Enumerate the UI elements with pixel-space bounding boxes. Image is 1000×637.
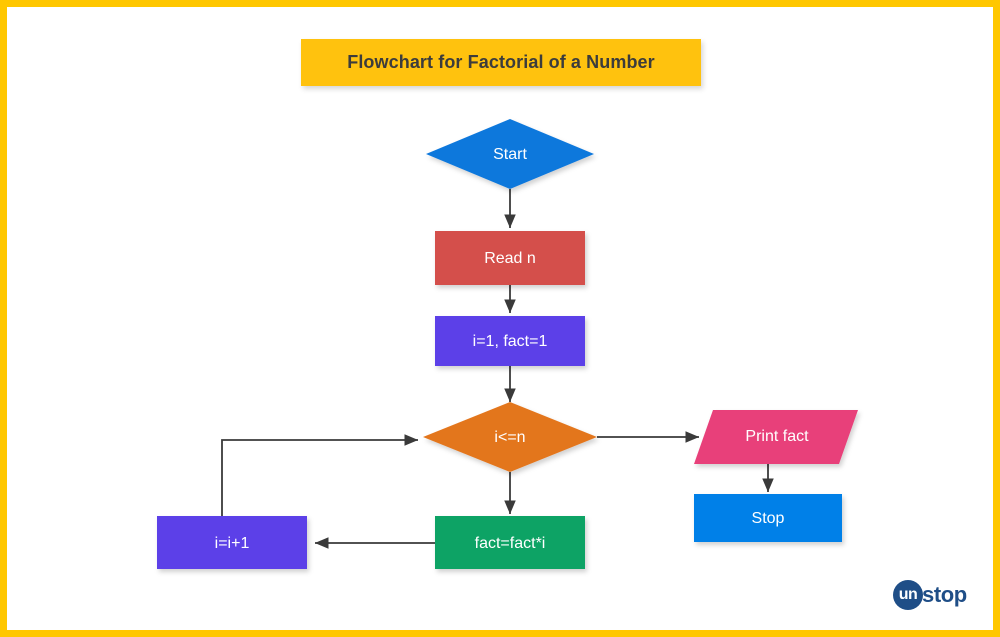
logo-wordmark: stop [922,582,967,607]
node-stop[interactable]: Stop [694,494,842,542]
unstop-logo: un stop [893,578,983,612]
condition-diamond-shape [423,402,597,472]
multiply-rect-shape [435,516,585,569]
node-increment[interactable]: i=i+1 [157,516,307,569]
print-parallelogram-shape [694,410,858,464]
start-diamond-shape [426,119,594,189]
node-print[interactable]: Print fact [694,410,858,464]
edge-incr-to-cond-loopback [221,434,419,517]
stop-rect-shape [694,494,842,542]
read-rect-shape [435,231,585,285]
logo-circle-mark: un [893,580,923,610]
node-read[interactable]: Read n [435,231,585,285]
node-condition[interactable]: i<=n [423,402,597,472]
edge-group [221,189,774,549]
page-title: Flowchart for Factorial of a Number [347,52,655,72]
node-start[interactable]: Start [426,119,594,189]
node-multiply[interactable]: fact=fact*i [435,516,585,569]
title-banner: Flowchart for Factorial of a Number [301,39,701,86]
increment-rect-shape [157,516,307,569]
node-init[interactable]: i=1, fact=1 [435,316,585,366]
init-rect-shape [435,316,585,366]
